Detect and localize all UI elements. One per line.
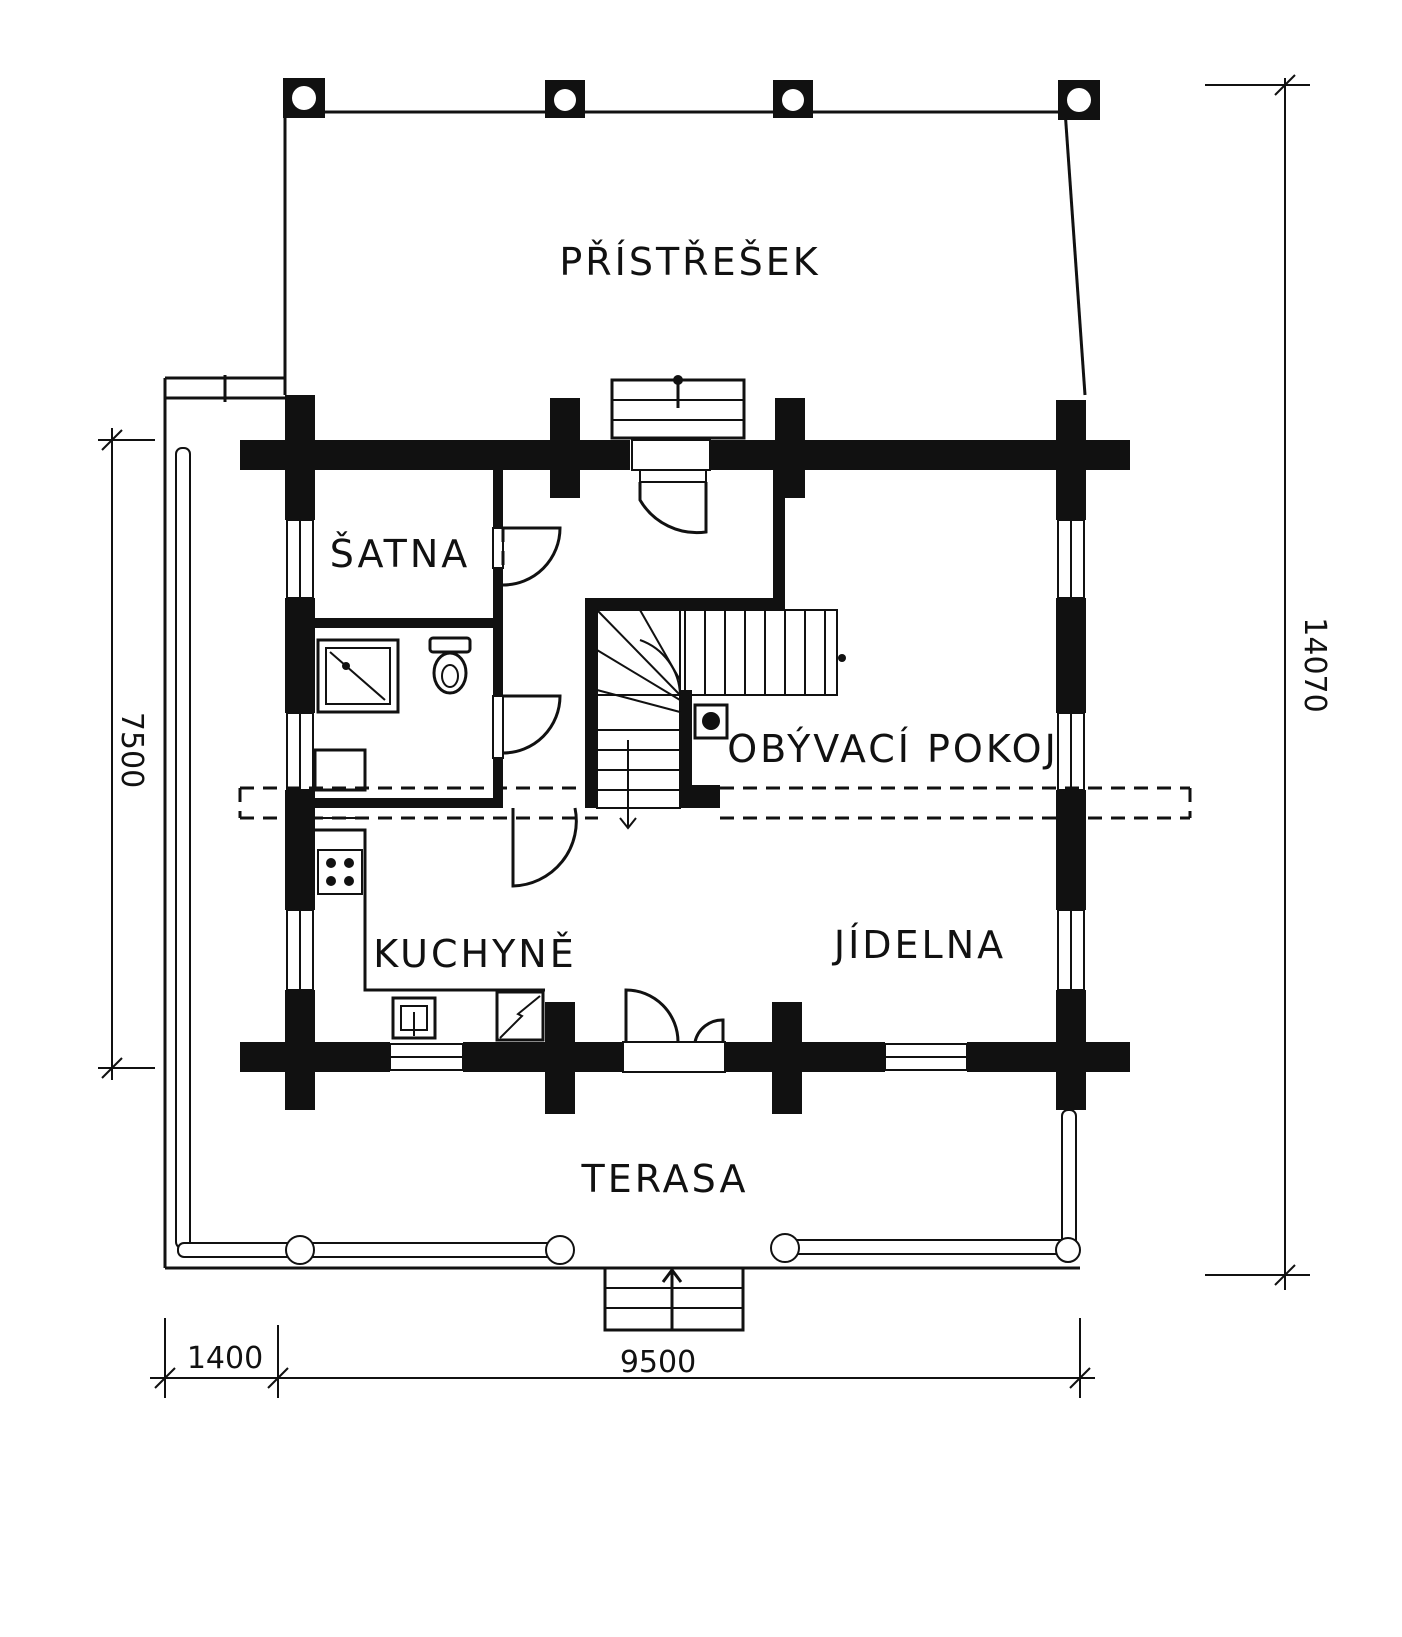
terrace-label: TERASA [581,1157,749,1201]
terrace-railing-right [1061,1109,1077,1259]
doors [492,439,726,1073]
carport-area: PŘÍSTŘEŠEK [283,78,1100,396]
dimension-label-house-width: 9500 [620,1345,696,1380]
sink-icon [391,996,437,1040]
dimension-house-depth: 7500 [98,428,155,1080]
stove-icon [693,703,729,740]
dimension-total-height: 14070 [1205,74,1332,1290]
entry-steps-top [610,375,746,440]
fridge-icon [495,990,545,1042]
toilet-icon [428,636,472,695]
beam-line [238,528,1192,820]
house-walls [240,395,1130,1114]
staircase [596,609,846,830]
carport-label: PŘÍSTŘEŠEK [559,240,820,284]
shower-icon [316,638,400,714]
dimension-label-house-depth: 7500 [114,712,149,788]
terrace-railing-left [175,447,191,1249]
living-room-label: OBÝVACÍ POKOJ [727,727,1059,771]
terrace-railing-bottom-right [777,1239,1069,1255]
dimension-bottom: 1400 9500 [150,1318,1095,1398]
dimension-label-total-height: 14070 [1297,617,1332,712]
carport-post [773,80,813,118]
wardrobe-label: ŠATNA [330,532,471,576]
interior-walls [315,470,785,808]
carport-post [283,78,325,118]
dining-label: JÍDELNA [832,923,1006,967]
kitchen-label: KUCHYNĚ [373,932,576,976]
entry-steps-bottom [603,1266,745,1332]
windows [286,519,1085,1071]
dimension-label-terrace-overhang: 1400 [187,1341,263,1376]
terrace-railing-bottom-left [177,1242,569,1258]
cooktop-icon [317,849,363,895]
carport-post [1058,80,1100,120]
carport-post [545,80,585,118]
